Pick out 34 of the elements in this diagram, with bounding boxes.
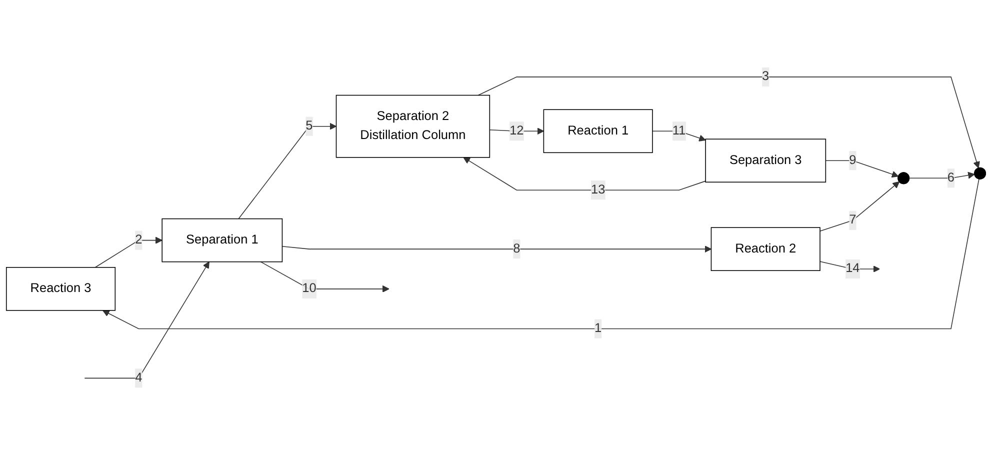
arrow bbox=[825, 160, 899, 178]
arrow bbox=[489, 127, 544, 134]
edge-label: 4 bbox=[135, 370, 142, 384]
arrow bbox=[84, 261, 210, 378]
node-box: Separation 2 Distillation Column bbox=[336, 94, 490, 158]
edge-label: 9 bbox=[849, 153, 856, 167]
arrow bbox=[94, 236, 162, 268]
node-box: Reaction 3 bbox=[6, 266, 116, 311]
edge-label: 12 bbox=[510, 124, 524, 138]
edge-label: 10 bbox=[302, 281, 316, 296]
arrow bbox=[908, 172, 975, 179]
edge-label: 13 bbox=[590, 182, 606, 196]
arrow bbox=[652, 130, 706, 142]
arrow bbox=[478, 76, 980, 168]
node-box: Reaction 2 bbox=[710, 226, 820, 271]
edge-label: 14 bbox=[846, 262, 860, 276]
edge-label: 3 bbox=[762, 70, 770, 84]
arrow bbox=[102, 178, 980, 329]
edge-label: 7 bbox=[849, 212, 856, 227]
arrow bbox=[820, 260, 880, 272]
node-box: Reaction 1 bbox=[543, 108, 653, 153]
arrow bbox=[238, 122, 337, 219]
arrow bbox=[463, 156, 706, 190]
node-box: Separation 3 bbox=[705, 138, 826, 182]
edge-label: 5 bbox=[306, 118, 313, 132]
node-box: Separation 1 bbox=[162, 218, 283, 262]
arrow bbox=[260, 261, 390, 292]
edge-label: 11 bbox=[672, 124, 686, 138]
arrow bbox=[282, 245, 712, 252]
edge-label: 1 bbox=[594, 321, 602, 335]
edge-label: 2 bbox=[135, 232, 142, 246]
edge-label: 8 bbox=[513, 242, 520, 256]
edge-label: 6 bbox=[947, 170, 955, 184]
arrow bbox=[820, 181, 900, 232]
